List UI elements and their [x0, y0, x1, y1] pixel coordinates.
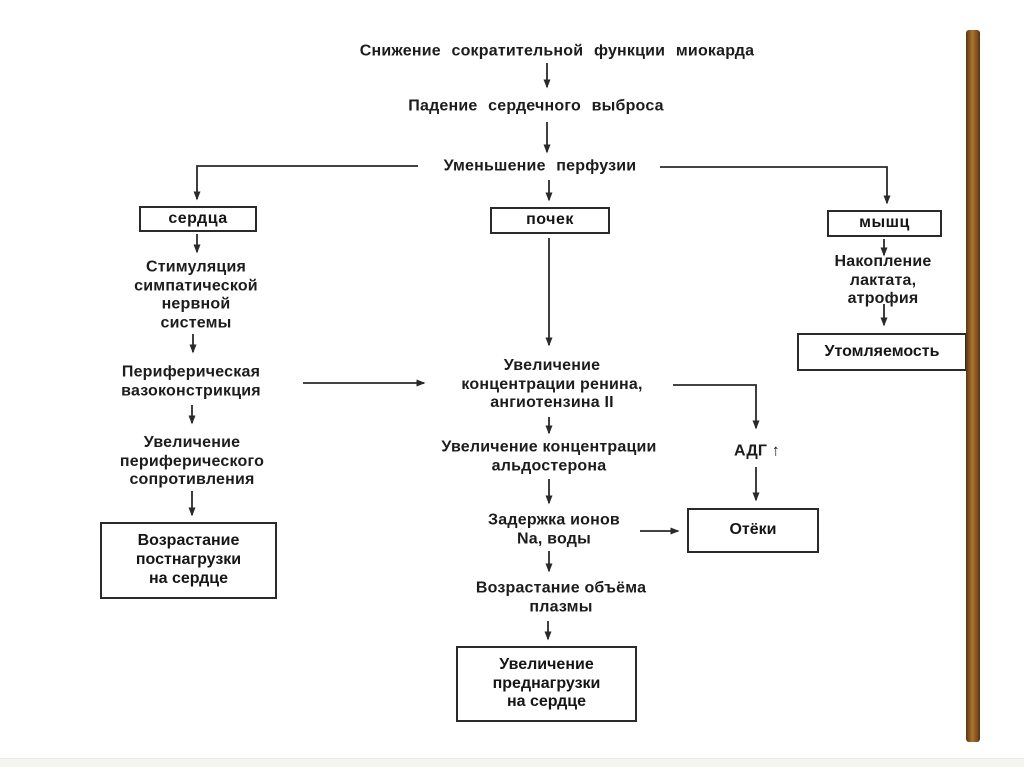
- node-title: Снижение сократительной функции миокарда: [359, 42, 755, 60]
- node-cardiac-output-drop: Падение сердечного выброса: [408, 97, 664, 115]
- arrow-perfusion-to-heart: [193, 165, 418, 201]
- box-muscles: мышц: [827, 210, 942, 237]
- box-fatigue: Утомляемость: [797, 333, 967, 371]
- node-adh-increase: АДГ ↑: [733, 442, 781, 460]
- node-perfusion-decrease: Уменьшение перфузии: [443, 157, 637, 175]
- box-kidneys: почек: [490, 207, 610, 234]
- node-sympathetic-stimulation: Стимуляция симпатической нервной системы: [134, 258, 258, 332]
- arrow-perfusion-to-muscles: [660, 166, 891, 205]
- node-lactate-accumulation: Накопление лактата, атрофия: [834, 252, 932, 308]
- node-peripheral-vasoconstriction: Периферическая вазоконстрикция: [121, 363, 261, 399]
- box-preload-increase: Увеличение преднагрузки на сердце: [456, 646, 637, 722]
- node-peripheral-resistance: Увеличение периферического сопротивления: [119, 433, 265, 489]
- box-heart: сердца: [139, 206, 257, 232]
- node-aldosterone: Увеличение концентрации альдостерона: [441, 438, 657, 474]
- wood-edge-bar: [966, 30, 980, 742]
- arrow-renin-to-adh: [673, 384, 760, 430]
- bottom-band: [0, 758, 1024, 767]
- box-edema: Отёки: [687, 508, 819, 553]
- node-sodium-retention: Задержка ионов Na, воды: [488, 511, 620, 547]
- node-plasma-volume: Возрастание объёма плазмы: [475, 579, 647, 615]
- box-afterload-increase: Возрастание постнагрузки на сердце: [100, 522, 277, 599]
- node-renin-angiotensin: Увеличение концентрации ренина, ангиотен…: [461, 356, 643, 412]
